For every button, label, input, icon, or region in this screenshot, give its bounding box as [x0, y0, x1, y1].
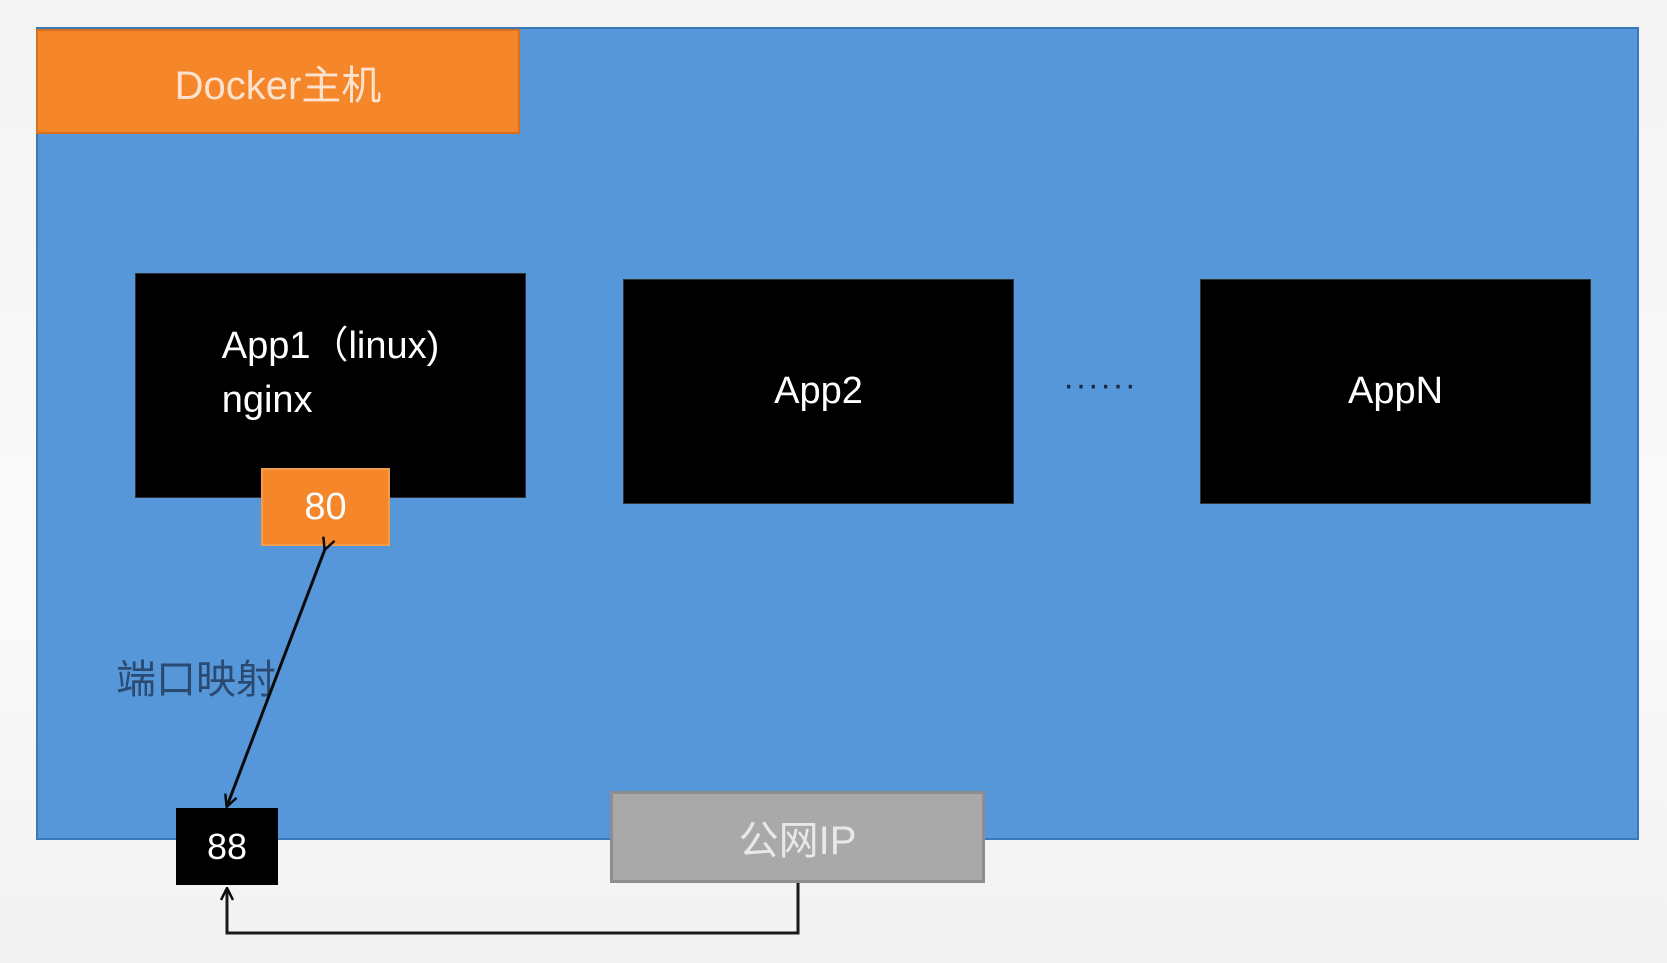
- app1-text: App1（linux) nginx: [222, 320, 440, 426]
- app1-box: App1（linux) nginx: [135, 273, 526, 498]
- ellipsis-separator: ······: [1063, 365, 1137, 404]
- app1-subtitle: nginx: [221, 378, 313, 421]
- app2-title: App2: [774, 369, 863, 412]
- container-port-badge: 80: [261, 468, 390, 546]
- app1-title: App1（linux): [221, 325, 440, 368]
- public-ip-box: 公网IP: [610, 791, 985, 883]
- port-mapping-label: 端口映射: [116, 658, 276, 702]
- public-ip-to-host-port-arrow: [227, 883, 800, 935]
- appn-box: AppN: [1200, 279, 1591, 504]
- docker-host-label: Docker主机: [36, 29, 520, 134]
- app2-box: App2: [623, 279, 1014, 504]
- appn-title: AppN: [1347, 369, 1444, 412]
- host-port-badge: 88: [176, 808, 278, 885]
